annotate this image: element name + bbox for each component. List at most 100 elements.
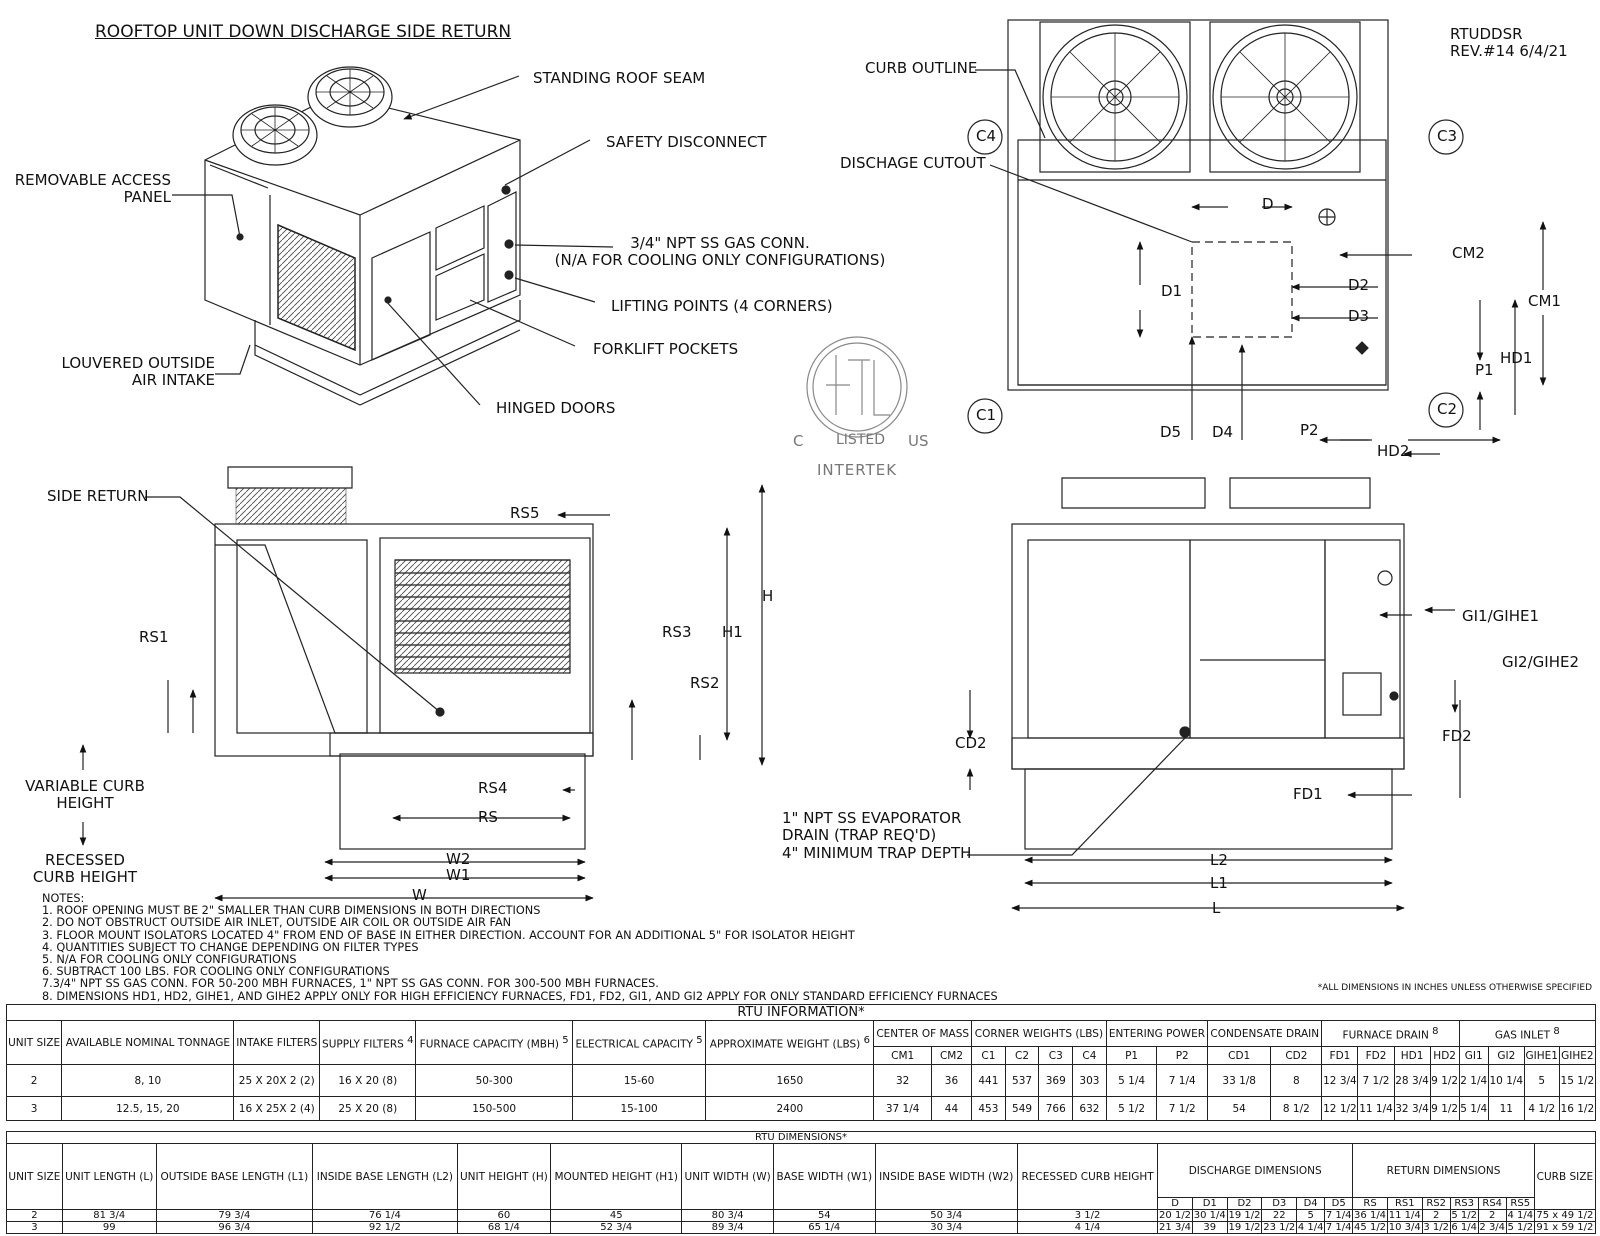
drawing-code: RTUDDSR [1450, 25, 1523, 43]
table-cell: 3 [6, 1221, 63, 1234]
hdr-inside-base-length: INSIDE BASE LENGTH (L2) [312, 1143, 458, 1210]
dim-RS: RS [478, 808, 498, 826]
table-cell: 441 [971, 1064, 1006, 1097]
table-cell: 3 1/2 [1421, 1221, 1451, 1234]
dim-RS1: RS1 [139, 628, 169, 646]
table-cell: 15-60 [571, 1064, 707, 1097]
sub-header: RS4 [1477, 1197, 1507, 1210]
table-row: 2 8, 10 25 X 20X 2 (2) 16 X 20 (8) 50-30… [5, 1064, 1597, 1097]
table-cell: 68 1/4 [456, 1221, 552, 1234]
table-cell: 16 X 20 (8) [319, 1064, 417, 1097]
table-cell: 80 3/4 [681, 1209, 775, 1222]
table-cell: 8 1/2 [1270, 1096, 1323, 1121]
table-cell: 65 1/4 [773, 1221, 876, 1234]
sub-header: HD1 [1393, 1046, 1431, 1065]
table-cell: 22 [1261, 1209, 1298, 1222]
sub-header: FD2 [1357, 1046, 1395, 1065]
callout-curb-outline: CURB OUTLINE [865, 59, 978, 77]
table-cell: 37 1/4 [873, 1096, 932, 1121]
table-cell: 2 [6, 1209, 63, 1222]
corner-C4: C4 [976, 127, 997, 145]
dim-D2: D2 [1348, 276, 1370, 294]
hdr-unit-width: UNIT WIDTH (W) [681, 1143, 775, 1210]
dim-L1: L1 [1210, 874, 1228, 892]
sub-header: D2 [1226, 1197, 1263, 1210]
callout-standing-seam: STANDING ROOF SEAM [533, 69, 706, 87]
dim-H1: H1 [722, 623, 743, 641]
hdr-intake: INTAKE FILTERS [233, 1020, 321, 1065]
callout-forklift-pockets: FORKLIFT POCKETS [593, 340, 739, 358]
note-heading: NOTES: [42, 892, 85, 905]
sub-header: RS [1352, 1197, 1388, 1210]
revision-number: REV.#14 6/4/21 [1450, 42, 1568, 61]
table-cell: 11 [1487, 1096, 1525, 1121]
dim-L2: L2 [1210, 851, 1228, 869]
sub-header: P1 [1105, 1046, 1158, 1065]
etl-us: US [908, 432, 929, 450]
table-cell: 54 [1207, 1096, 1272, 1121]
dim-HD1: HD1 [1500, 349, 1533, 367]
hdr-gas-inlet: GAS INLET 8 [1458, 1020, 1597, 1047]
table-cell: 32 [873, 1064, 932, 1097]
table-cell: 5 [1296, 1209, 1326, 1222]
table-cell: 19 1/2 [1226, 1209, 1263, 1222]
sub-header: CD1 [1207, 1046, 1272, 1065]
dim-W1: W1 [446, 866, 471, 884]
sub-header: C4 [1072, 1046, 1107, 1065]
table-cell: 21 3/4 [1157, 1221, 1193, 1234]
table-cell: 11 1/4 [1386, 1209, 1423, 1222]
hdr-inside-base-width: INSIDE BASE WIDTH (W2) [874, 1143, 1018, 1210]
technical-drawing [79, 19, 1547, 912]
dim-P2: P2 [1300, 421, 1319, 439]
table-cell: 5 1/4 [1458, 1096, 1489, 1121]
table-cell: 7 1/4 [1324, 1221, 1354, 1234]
dim-W2: W2 [446, 850, 471, 868]
dim-CM1: CM1 [1528, 292, 1561, 310]
sub-header: D [1157, 1197, 1193, 1210]
table-cell: 303 [1072, 1064, 1107, 1097]
dim-RS5: RS5 [510, 504, 540, 522]
sub-header: C1 [971, 1046, 1006, 1065]
front-view [966, 477, 1461, 912]
callout-discharge-cutout: DISCHAGE CUTOUT [840, 154, 986, 172]
hdr-furnace-drain: FURNACE DRAIN 8 [1321, 1020, 1460, 1047]
table-row: 2 81 3/4 79 3/4 76 1/4 60 45 80 3/4 54 5… [6, 1209, 1597, 1222]
table-cell: 45 1/2 [1352, 1221, 1388, 1234]
table-cell: 7 1/4 [1324, 1209, 1354, 1222]
hdr-center-mass: CENTER OF MASS [873, 1020, 973, 1047]
table-cell: 5 1/4 [1105, 1064, 1158, 1097]
table-cell: 10 3/4 [1386, 1221, 1423, 1234]
isometric-view [172, 66, 614, 406]
etl-logo [806, 336, 908, 438]
sub-header: GI1 [1458, 1046, 1489, 1065]
sub-header: GI2 [1487, 1046, 1525, 1065]
table-cell: 23 1/2 [1261, 1221, 1298, 1234]
table-cell: 30 1/4 [1191, 1209, 1228, 1222]
table-cell: 36 [930, 1064, 973, 1097]
sub-header: CD2 [1270, 1046, 1323, 1065]
note-4: 4. QUANTITIES SUBJECT TO CHANGE DEPENDIN… [42, 940, 419, 954]
table-cell: 1650 [705, 1064, 875, 1097]
table-cell: 81 3/4 [61, 1209, 157, 1222]
table-row: 3 99 96 3/4 92 1/2 68 1/4 52 3/4 89 3/4 … [6, 1221, 1597, 1234]
table-cell: 5 [1523, 1064, 1560, 1097]
table-cell: 15-100 [571, 1096, 707, 1121]
table-cell: 25 X 20X 2 (2) [233, 1064, 321, 1097]
dim-GI2: GI2/GIHE2 [1502, 653, 1579, 671]
table-cell: 2 1/4 [1458, 1064, 1489, 1097]
callout-side-return: SIDE RETURN [47, 487, 149, 505]
hdr-nominal: AVAILABLE NOMINAL TONNAGE [61, 1020, 235, 1065]
note-1: 1. ROOF OPENING MUST BE 2" SMALLER THAN … [42, 904, 541, 918]
all-dims-note: *ALL DIMENSIONS IN INCHES UNLESS OTHERWI… [1317, 983, 1592, 993]
hdr-mounted-height: MOUNTED HEIGHT (H1) [550, 1143, 683, 1210]
hdr-dim-unit-size: UNIT SIZE [6, 1143, 63, 1210]
table-cell: 6 1/4 [1449, 1221, 1479, 1234]
callout-gas-conn: 3/4" NPT SS GAS CONN.(N/A FOR COOLING ON… [554, 234, 886, 270]
dim-FD1: FD1 [1293, 785, 1323, 803]
table-cell: 7 1/4 [1156, 1064, 1209, 1097]
callout-safety-disconnect: SAFETY DISCONNECT [606, 133, 767, 151]
table-cell: 50-300 [415, 1064, 573, 1097]
note-2: 2. DO NOT OBSTRUCT OUTSIDE AIR INLET, OU… [42, 916, 512, 930]
table-cell: 632 [1072, 1096, 1107, 1121]
